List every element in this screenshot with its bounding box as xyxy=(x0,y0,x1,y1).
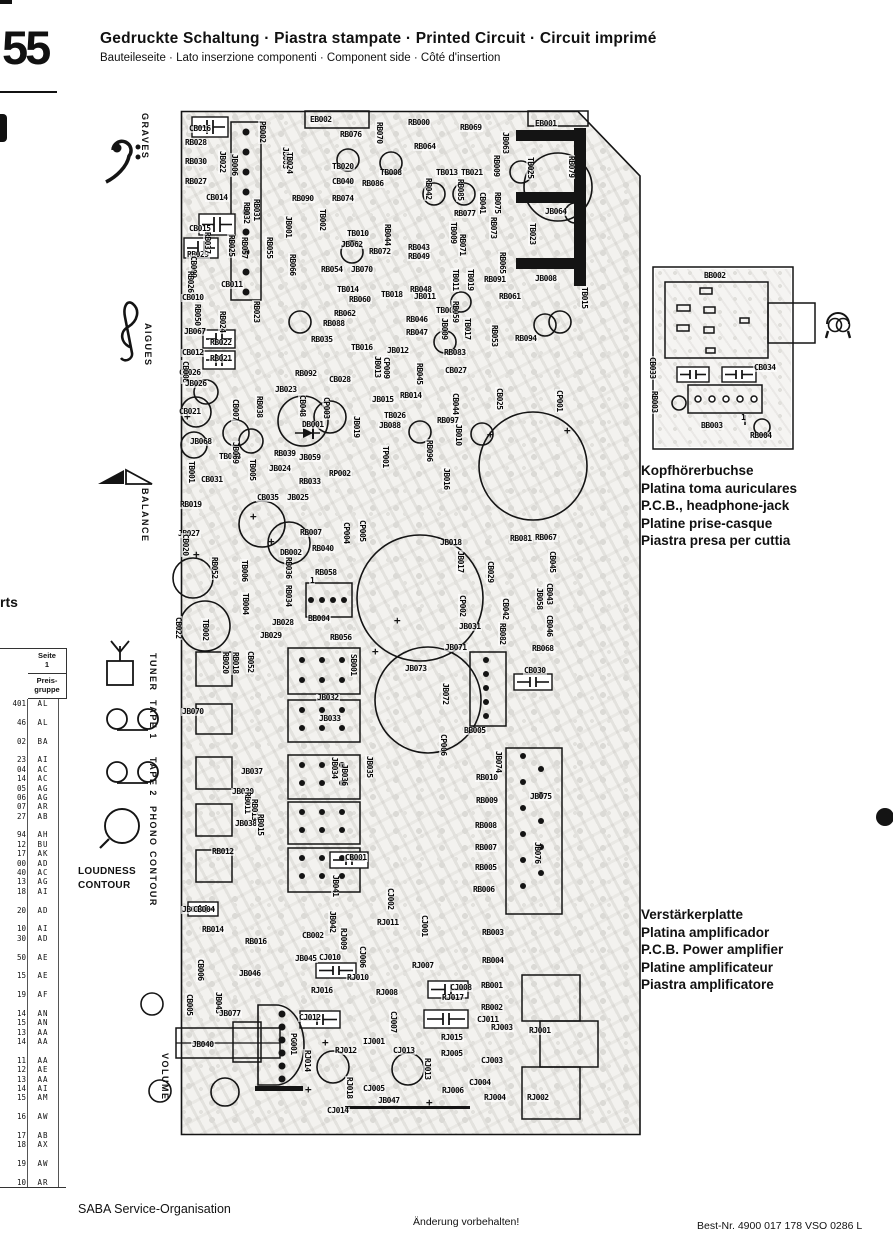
table-row xyxy=(0,708,67,718)
component-label: RB003 xyxy=(650,390,659,414)
caption-line: P.C.B. Power amplifier xyxy=(641,942,784,957)
component-label: 1 xyxy=(740,413,747,422)
edge-mark xyxy=(0,114,7,142)
label-loudness-line1: LOUDNESS xyxy=(78,866,136,877)
table-row xyxy=(0,1102,67,1113)
table-row xyxy=(0,727,67,737)
table-row xyxy=(0,1046,67,1056)
footer-order-number: Best-Nr. 4900 017 178 VSO 0286 L xyxy=(697,1220,863,1232)
table-row xyxy=(0,980,67,991)
footer-change-notice: Änderung vorbehalten! xyxy=(413,1216,520,1228)
table-row xyxy=(0,1168,67,1178)
component-label: CB034 xyxy=(753,363,777,372)
page-title: Gedruckte Schaltung · Piastra stampate ·… xyxy=(100,30,657,47)
table-row xyxy=(0,896,67,906)
label-loudness-line2: CONTOUR xyxy=(78,880,131,891)
table-row xyxy=(0,999,67,1009)
component-label: BB002 xyxy=(703,271,727,280)
page-corner-mark xyxy=(0,0,12,4)
cut-off-word: rts xyxy=(0,594,18,610)
component-label: RB004 xyxy=(749,431,773,440)
caption-line: Platine prise-casque xyxy=(641,515,773,531)
table-row xyxy=(0,961,67,972)
table-row xyxy=(0,943,67,953)
page-subtitle: Bauteileseite · Lato inserzione componen… xyxy=(100,52,501,64)
caption-line: Platina toma auriculares xyxy=(641,480,798,496)
footer-organisation: SABA Service-Organisation xyxy=(78,1202,231,1216)
page-number-rule xyxy=(0,91,57,93)
component-label: CB033 xyxy=(648,356,657,380)
caption-line: Verstärkerplatte xyxy=(641,907,744,922)
table-row xyxy=(0,1121,67,1131)
table-row xyxy=(0,821,67,831)
caption-line: Piastra presa per cuttia xyxy=(641,533,791,548)
caption-line: P.C.B., headphone-jack xyxy=(641,498,790,513)
page-number: 55 xyxy=(2,21,51,74)
table-row xyxy=(0,1149,67,1160)
caption-line: Platine amplificateur xyxy=(641,959,774,975)
caption-line: Platina amplificador xyxy=(641,924,770,940)
table-row xyxy=(0,745,67,756)
table-row xyxy=(0,914,67,925)
caption-line: Piastra amplificatore xyxy=(641,977,774,992)
component-label: BB003 xyxy=(700,421,724,430)
table-header-price-group: Preis-gruppe xyxy=(28,674,67,699)
caption-line: Kopfhörerbuchse xyxy=(641,463,754,478)
